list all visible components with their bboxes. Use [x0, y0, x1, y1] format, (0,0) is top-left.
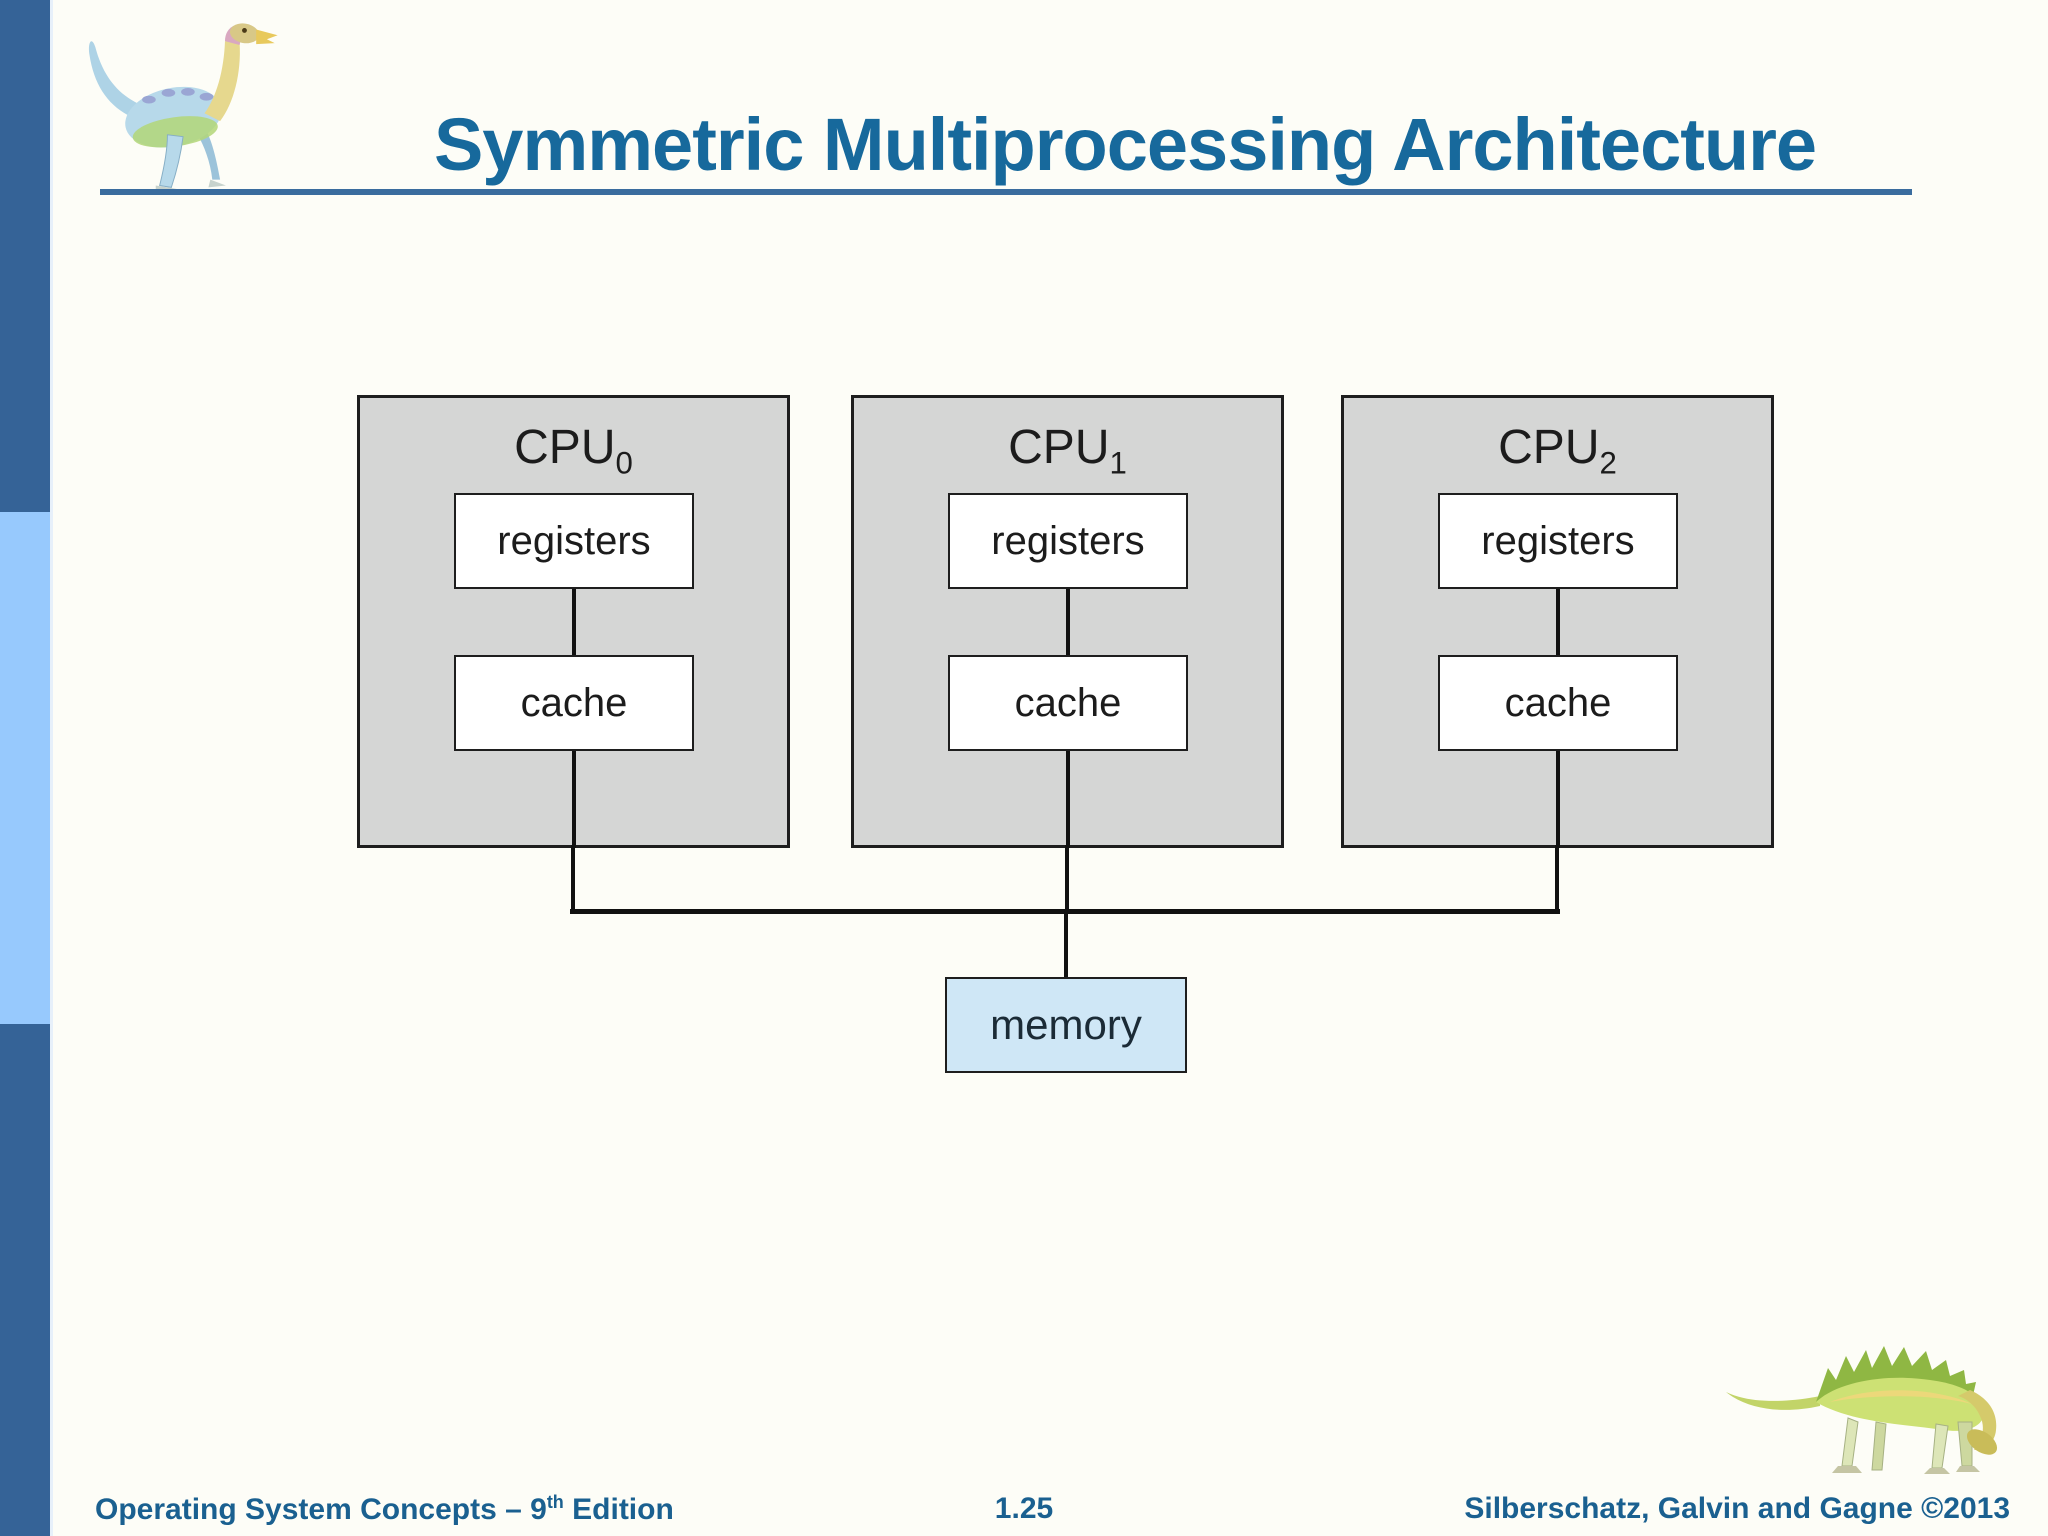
cpu0-cache-label: cache	[520, 680, 628, 725]
cpu1-bus-drop-line	[1065, 845, 1069, 913]
cpu1-registers-cache-connector	[1066, 589, 1070, 655]
footer-page-number: 1.25	[994, 1492, 1054, 1525]
cpu0-bus-drop-line	[571, 845, 575, 913]
cpu2-box: CPU2 registers cache	[1341, 395, 1774, 848]
cpu1-cache-label: cache	[1014, 680, 1122, 725]
cpu2-registers-box: registers	[1438, 493, 1678, 589]
dinosaur-icon	[1726, 1346, 1998, 1474]
sidebar-bottom-segment	[0, 1024, 50, 1536]
sidebar-middle-segment	[0, 512, 50, 1024]
footer-book-title: Operating System Concepts – 9th Edition	[95, 1492, 674, 1526]
sidebar-edge	[50, 0, 53, 1536]
cpu0-cache-out-connector	[572, 751, 576, 848]
cpu2-registers-label: registers	[1481, 518, 1635, 563]
cpu1-label: CPU1	[1008, 421, 1127, 481]
cpu1-cache-out-connector	[1066, 751, 1070, 848]
cpu2-cache-out-connector	[1556, 751, 1560, 848]
system-bus-line	[570, 909, 1560, 914]
memory-bus-drop-line	[1064, 914, 1068, 980]
cpu2-cache-label: cache	[1504, 680, 1612, 725]
cpu2-label: CPU2	[1498, 421, 1617, 481]
cpu0-box: CPU0 registers cache	[357, 395, 790, 848]
cpu0-registers-cache-connector	[572, 589, 576, 655]
cpu2-bus-drop-line	[1555, 845, 1559, 913]
cpu0-registers-box: registers	[454, 493, 694, 589]
cpu2-cache-box: cache	[1438, 655, 1678, 751]
sidebar-top-segment	[0, 0, 50, 512]
memory-box: memory	[945, 977, 1187, 1073]
cpu1-registers-label: registers	[991, 518, 1145, 563]
cpu1-box: CPU1 registers cache	[851, 395, 1284, 848]
cpu2-registers-cache-connector	[1556, 589, 1560, 655]
cpu1-registers-box: registers	[948, 493, 1188, 589]
cpu0-label: CPU0	[514, 421, 633, 481]
title-rule	[100, 189, 1912, 195]
footer-authors: Silberschatz, Galvin and Gagne ©2013	[1464, 1492, 2010, 1525]
dinosaur-icon	[88, 23, 278, 194]
cpu0-cache-box: cache	[454, 655, 694, 751]
cpu0-registers-label: registers	[497, 518, 651, 563]
memory-label: memory	[990, 1001, 1142, 1048]
page-title: Symmetric Multiprocessing Architecture	[433, 102, 1817, 186]
cpu1-cache-box: cache	[948, 655, 1188, 751]
